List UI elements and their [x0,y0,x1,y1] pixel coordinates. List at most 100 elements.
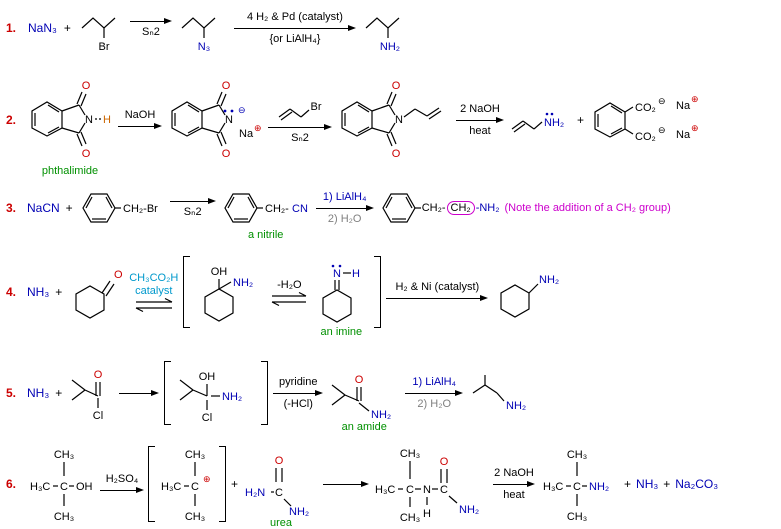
reaction-arrow-2 [323,480,370,489]
arrow-line [268,124,332,131]
structure-allylamine: NH₂ [511,112,564,133]
group-label-nh2: NH₂ [222,391,242,403]
structure-aminocyclohexanol: OH NH₂ [204,266,254,322]
urea-block: O H₂N C NH₂ urea [243,451,319,529]
group-label-carboxylate: CO₂ [635,102,656,114]
arrow-line [323,480,370,488]
group-label-carboxylate: CO₂ [635,131,656,143]
atom-label-amine: NH₂ [380,41,400,53]
group-label-nh2: NH₂ [233,277,253,289]
reaction-arrow-1 [119,389,160,398]
reaction-2: 2. O N H O phthalimide NaOH [6,58,716,182]
reaction-5-number: 5. [6,386,17,400]
group-label-ch3: CH₃ [185,449,205,461]
atom-label-o: O [440,456,449,468]
atom-label-na: Na [676,100,691,112]
atom-label-c: C [573,481,581,493]
arrow-line [493,480,536,488]
structure-isobutyramide: O NH₂ [331,374,391,421]
structure-phthalimide: O N H O [31,80,111,160]
plus-charge: ⊕ [203,474,211,484]
atom-label-o: O [222,80,231,92]
minus-charge: ⊖ [238,105,246,115]
arrow-line [129,18,172,25]
structure-benzyl-bromide: CH₂-Br [81,193,158,223]
formula-sodium-carbonate: Na₂CO₃ [675,477,719,491]
reaction-1-number: 1. [6,21,17,35]
minus-charge: ⊖ [658,96,666,106]
plus-sign: + [55,285,63,299]
structure-cyclohexylamine: NH₂ [500,274,560,318]
atom-label-n: N [225,114,233,126]
atom-label-h: H [103,114,111,126]
reaction-arrow-hydrogenation: H₂ & Ni (catalyst) [386,281,489,303]
nitrile-block: CH₂- CN a nitrile [221,187,311,241]
formula-ammonia: NH₃ [27,386,50,400]
bracket-open [183,256,191,328]
structure-tetrahedral-intermediate: OH NH₂ Cl [179,371,242,424]
structure-urea: O H₂N C NH₂ [245,455,309,518]
reaction-4-number: 4. [6,285,17,299]
atom-label-n: N [85,114,93,126]
structure-isobutylamine: NH₂ [472,375,526,412]
plus-sign: + [663,477,671,491]
arrow-label-pyridine: pyridine [278,375,318,388]
equilibrium-2: -H₂O [270,279,308,306]
arrow-label-heat: heat [469,124,491,137]
arrow-label-h2-ni: H₂ & Ni (catalyst) [395,281,480,293]
group-label-ch2: CH₂- [421,202,446,214]
atom-label-c: C [275,487,283,499]
reaction-arrow-hydrolysis: 2 NaOH heat [456,103,504,138]
structure-isobutyryl-chloride: O Cl [71,369,103,422]
structure-2-aminobutane: NH₂ [365,17,400,53]
reaction-6: 6. CH₃ H₃C C OH CH₃ H₂SO₄ CH₃ H₃C C ⊕ CH… [6,442,719,529]
atom-label-h: H [423,508,431,520]
structure-n-allylphthalimide: O N O [341,80,442,160]
group-label-ch3: CH₃ [400,512,420,524]
structure-2-bromobutane: Br [81,17,116,53]
atom-label-o: O [94,369,103,381]
atom-label-cl: Cl [93,410,103,422]
plus-sign: + [231,477,239,491]
formula-sodium-cyanide: NaCN [27,201,60,215]
arrow-label-2naoh: 2 NaOH [460,102,500,115]
group-label-oh: OH [199,371,216,383]
bracket-open [148,446,155,522]
caption-phthalimide: phthalimide [41,165,99,177]
structure-cyclohexanone: O [75,269,123,319]
structure-phenylacetonitrile: CH₂- CN [223,193,308,223]
bracket-close [261,361,269,425]
atom-label-o: O [82,80,91,92]
reaction-arrow-sn2: Sₙ2 [169,197,216,219]
arrow-label-heat: heat [503,488,525,501]
group-label-nh2: NH₂ [589,481,609,493]
equilibrium-arrows-icon [135,297,173,313]
reaction-3: 3. NaCN + CH₂-Br Sₙ2 CH₂- CN a nitrile 1… [6,182,671,242]
bracket-close [374,256,382,328]
minus-charge: ⊖ [658,125,666,135]
reaction-2-number: 2. [6,113,17,127]
atom-label-c: C [440,484,448,496]
arrow-label-hydrogenation: 4 H₂ & Pd (catalyst) [246,10,343,23]
highlighted-ch2-group: CH₂ [446,201,475,215]
plus-sign: + [65,201,73,215]
group-label-nh2: -NH₂ [475,202,500,214]
plus-charge: ⊕ [254,123,262,133]
formula-ammonia: NH₃ [27,285,50,299]
plus-sign: + [624,477,632,491]
structure-allyl-bromide: Br [278,101,322,121]
atom-label-o: O [82,148,91,160]
phthalimide-block: O N H O phthalimide [27,75,113,177]
group-label-cn: CN [292,203,308,215]
reaction-4: 4. NH₃ + O CH₃CO₂H catalyst OH NH₂ -H₂O [6,242,567,342]
imine-block: N H an imine [313,258,369,338]
atom-label-n: N [395,114,403,126]
atom-label-h: H [352,268,360,280]
reaction-arrow-h2so4: H₂SO₄ [100,473,144,495]
atom-label-o: O [222,148,231,160]
note-ch2-addition: (Note the addition of a CH₂ group) [504,202,671,214]
atom-label-na: Na [239,128,254,140]
arrow-label-lialh4: 1) LiAlH₄ [412,375,457,388]
reaction-arrow-sn2: Sₙ2 [129,17,172,39]
equilibrium-1: CH₃CO₂H catalyst [129,272,178,313]
